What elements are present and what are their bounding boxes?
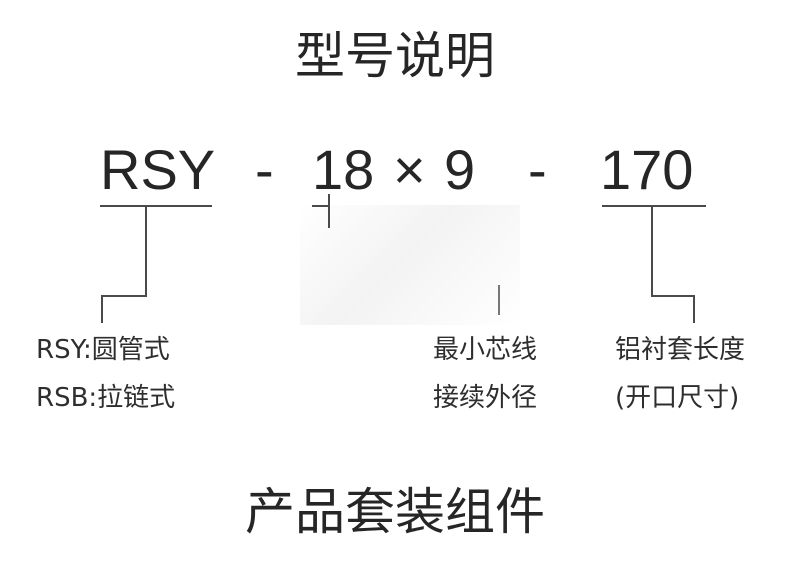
type-desc-line-2: RSB:拉链式 <box>36 383 176 413</box>
length-desc-line-2: (开口尺寸) <box>615 383 740 413</box>
prefix-connector-vertical <box>145 205 147 297</box>
prefix-connector-drop <box>101 295 103 323</box>
model-times: × <box>393 138 426 201</box>
model-length: 170 <box>600 138 694 201</box>
core-desc-line-2: 接续外径 <box>433 383 538 413</box>
model-dash-2: - <box>528 138 547 201</box>
page-title: 型号说明 <box>295 27 495 85</box>
prefix-underline <box>100 205 212 207</box>
length-connector-vertical <box>651 205 653 297</box>
core-desc-line-1: 最小芯线 <box>433 335 538 365</box>
length-underline <box>602 205 706 207</box>
length-connector-horizontal <box>651 295 695 297</box>
core-tick <box>328 194 330 228</box>
background-smudge <box>300 205 520 325</box>
core-connector-faint <box>498 285 500 315</box>
length-desc-line-1: 铝衬套长度 <box>615 335 746 365</box>
model-core-a: 18 <box>312 138 375 201</box>
core-underline-fragment <box>312 205 330 207</box>
type-desc-line-1: RSY:圆管式 <box>36 335 170 365</box>
model-prefix: RSY <box>100 138 216 201</box>
section-title: 产品套装组件 <box>245 483 545 541</box>
prefix-connector-horizontal <box>101 295 147 297</box>
length-connector-drop <box>693 295 695 323</box>
model-core-b: 9 <box>444 138 476 201</box>
model-dash-1: - <box>255 138 274 201</box>
